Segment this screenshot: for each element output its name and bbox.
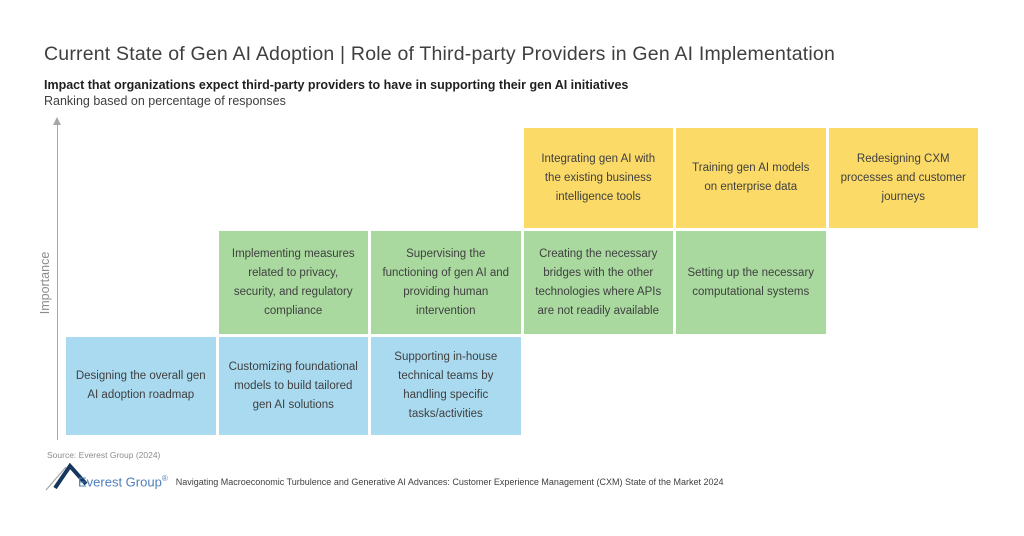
everest-group-logo-icon	[45, 462, 88, 491]
registered-trademark-icon: ®	[161, 473, 168, 483]
logo-text: Everest Group	[78, 474, 162, 489]
footer: Everest Group® Navigating Macroeconomic …	[44, 462, 724, 492]
cell-computational-systems: Setting up the necessary computational s…	[676, 231, 826, 334]
report-caption: Navigating Macroeconomic Turbulence and …	[175, 477, 724, 487]
everest-group-wordmark: Everest Group®	[78, 474, 168, 492]
cell-privacy-compliance: Implementing measures related to privacy…	[218, 231, 368, 334]
cell-supervising-gen-ai: Supervising the functioning of gen AI an…	[371, 231, 521, 334]
y-axis-arrow-icon	[53, 117, 61, 125]
cell-redesigning-cxm: Redesigning CXM processes and customer j…	[828, 128, 978, 228]
ranking-matrix: Integrating gen AI with the existing bus…	[66, 128, 978, 435]
source-note: Source: Everest Group (2024)	[47, 450, 161, 460]
cell-training-models: Training gen AI models on enterprise dat…	[676, 128, 826, 228]
y-axis-line	[57, 125, 58, 440]
page-title: Current State of Gen AI Adoption | Role …	[44, 43, 835, 65]
chart-subtitle-bold: Impact that organizations expect third-p…	[44, 78, 629, 92]
chart-subtitle: Ranking based on percentage of responses	[44, 94, 286, 108]
y-axis-label: Importance	[38, 251, 52, 315]
cell-api-bridges: Creating the necessary bridges with the …	[523, 231, 673, 334]
cell-adoption-roadmap: Designing the overall gen AI adoption ro…	[66, 337, 216, 435]
cell-inhouse-teams: Supporting in-house technical teams by h…	[371, 337, 521, 435]
cell-customizing-models: Customizing foundational models to build…	[218, 337, 368, 435]
cell-integrating-bi-tools: Integrating gen AI with the existing bus…	[523, 128, 673, 228]
